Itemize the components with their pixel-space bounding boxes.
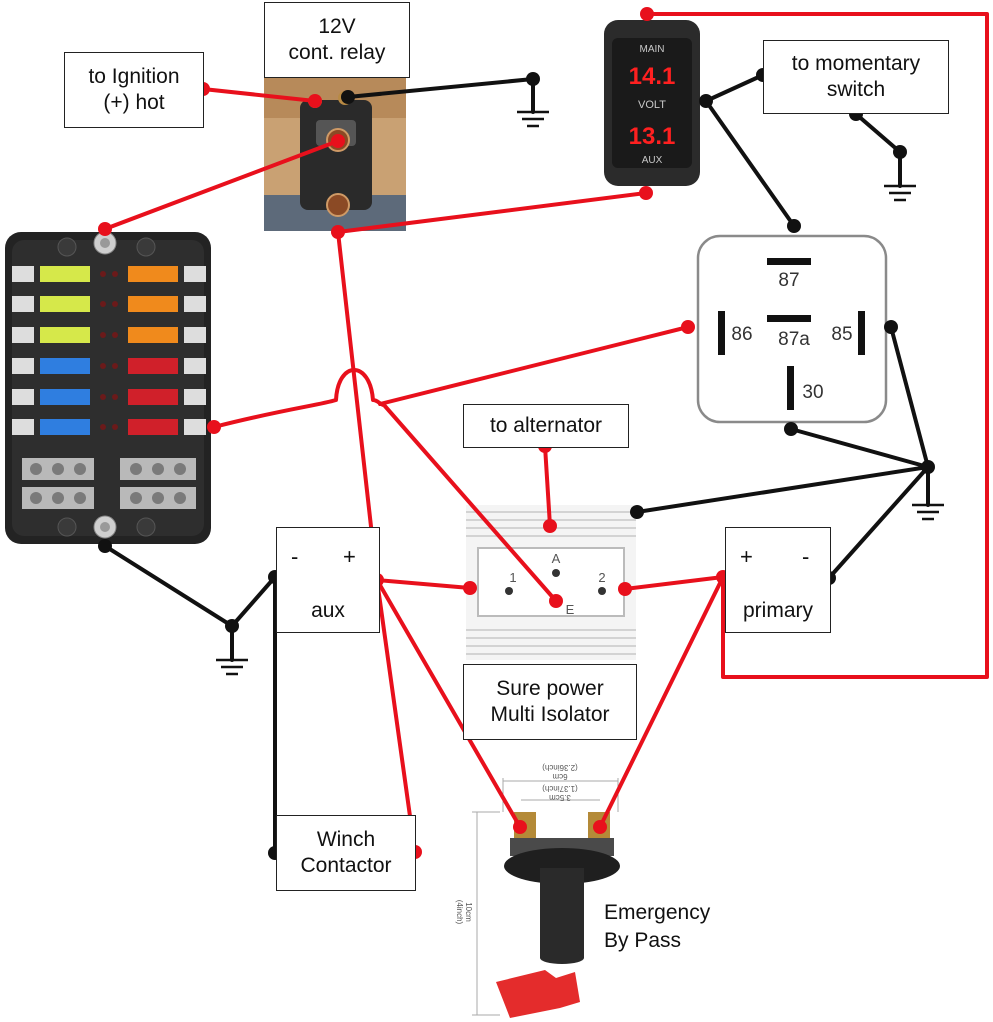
relay-label: 12V cont. relay [264,2,410,78]
winch-line1: Winch [316,828,376,851]
dim-height-in: (4inch) [455,900,464,925]
ignition-label: to Ignition (+) hot [64,52,204,128]
dim-width-inner: 3.5cm [549,793,571,802]
ignition-line1: to Ignition [88,65,180,88]
relay-title-line1: 12V [318,15,356,38]
voltmeter-top-label: MAIN [640,44,665,55]
voltmeter-aux-reading: 13.1 [629,123,676,150]
dim-width-outer-in: (2.36inch) [542,763,578,772]
ignition-line2: (+) hot [103,91,165,114]
winch-line2: Contactor [300,854,392,877]
winch-contactor-label: Winch Contactor [276,815,416,891]
ground-symbols [216,110,944,676]
fuse-block [5,231,211,544]
momentary-switch-label: to momentary switch [763,40,949,114]
bypass-line1: Emergency [604,901,711,924]
fuse-rows [12,266,206,435]
alternator-label: to alternator [463,404,629,448]
relay-pin-87: 87 [778,270,799,291]
continuous-relay-photo [264,78,406,231]
bypass-line2: By Pass [604,929,682,952]
aux-label: aux [311,599,345,622]
isolator-pin-1: 1 [509,570,516,585]
momentary-line1: to momentary [791,52,921,75]
relay-pin-30: 30 [802,382,823,403]
voltmeter-main-reading: 14.1 [629,63,676,90]
dim-height: 10cm [464,902,473,922]
isolator-pin-2: 2 [598,570,605,585]
dim-width-outer: 6cm [552,772,567,781]
voltmeter [604,20,700,186]
isolator-line1: Sure power [496,677,604,700]
momentary-line2: switch [826,78,886,101]
isolator-pin-a: A [552,551,561,566]
ground-dots [98,68,935,860]
alternator-text: to alternator [489,414,603,437]
bypass-switch [472,778,620,1018]
relay-pin-86: 86 [731,324,752,345]
primary-label: primary [742,599,813,622]
aux-minus: - [291,544,299,569]
primary-minus: - [802,544,810,569]
relay-pin-87a: 87a [778,329,810,350]
dim-width-inner-in: (1.37inch) [542,784,578,793]
positive-dots [98,7,730,859]
primary-battery: + - primary [725,527,831,633]
aux-battery: - + aux [276,527,380,633]
voltmeter-unit: VOLT [638,99,666,111]
relay-title-line2: cont. relay [288,41,386,64]
isolator-line2: Multi Isolator [490,703,610,726]
primary-plus: + [740,544,753,569]
isolator-label: Sure power Multi Isolator [463,664,637,740]
voltmeter-bottom-label: AUX [642,155,663,166]
bypass-label: Emergency By Pass [604,899,710,955]
aux-plus: + [343,544,356,569]
relay-pin-85: 85 [831,324,852,345]
positive-wires [103,12,989,854]
isolator-pin-e: E [566,602,575,617]
